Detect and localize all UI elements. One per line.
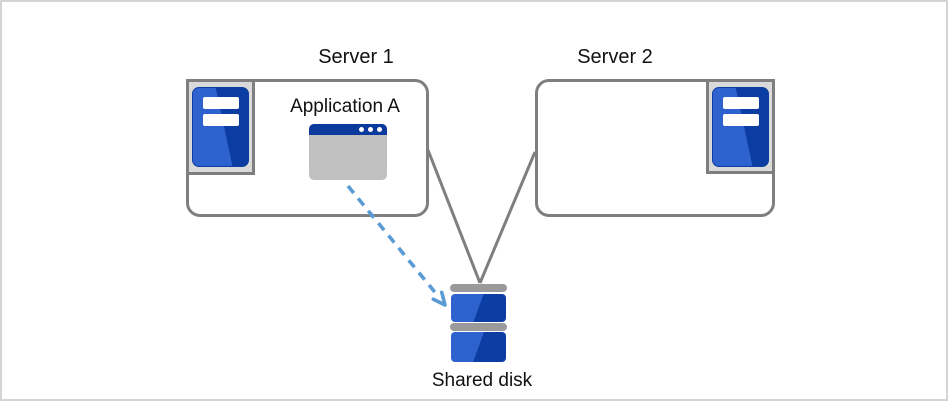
tower-slot-bar [723,114,759,126]
titlebar-dot [368,127,373,132]
disk-platter [451,332,506,362]
disk-middle-bar [450,323,507,331]
server-tower-glyph [192,87,249,167]
server1-tower-icon [186,79,255,175]
application-window-icon [309,124,387,180]
server2-label: Server 2 [577,46,653,68]
server-tower-glyph [712,87,769,167]
disk-platter [451,294,506,322]
server1-label: Server 1 [318,46,394,68]
application-a-label: Application A [290,96,400,117]
titlebar-dot [359,127,364,132]
application-window-titlebar [309,124,387,135]
tower-slot-bar [203,114,239,126]
line-server1-to-disk [426,149,482,284]
server2-tower-icon [706,79,775,174]
disk-top-bar [450,284,507,292]
dashed-arrow-head [431,290,447,307]
tower-slot-bar [203,97,239,109]
titlebar-dot [377,127,382,132]
shared-disk-icon [450,284,507,362]
shared-disk-label: Shared disk [431,370,533,391]
line-server2-to-disk [478,151,537,284]
tower-slot-bar [723,97,759,109]
